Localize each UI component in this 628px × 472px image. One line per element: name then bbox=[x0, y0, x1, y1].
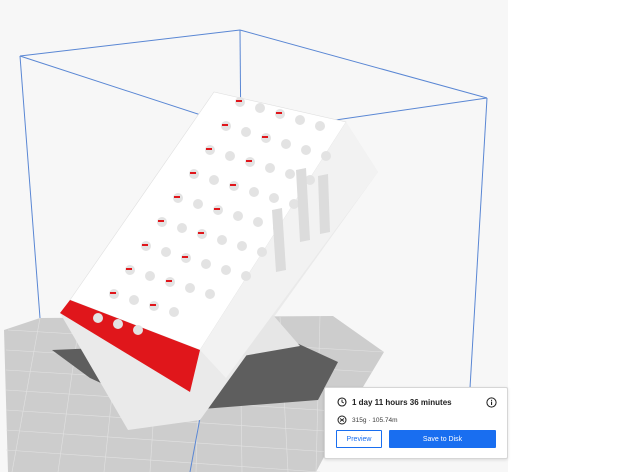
preview-button[interactable]: Preview bbox=[336, 430, 382, 448]
scene-render bbox=[4, 29, 488, 472]
spool-icon bbox=[337, 415, 347, 425]
overhang-marks bbox=[110, 100, 282, 306]
material-row: 315g · 105.74m bbox=[337, 415, 398, 425]
sidebar-area bbox=[508, 0, 628, 472]
3d-viewport[interactable] bbox=[0, 0, 508, 472]
model-mesh bbox=[60, 91, 378, 430]
info-icon[interactable] bbox=[486, 397, 497, 408]
print-estimate-panel: 1 day 11 hours 36 minutes 315g · 105.74m… bbox=[324, 387, 508, 459]
support-ribs bbox=[272, 168, 330, 272]
overhang-area bbox=[60, 300, 200, 392]
print-time-label: 1 day 11 hours 36 minutes bbox=[352, 397, 452, 407]
clock-icon bbox=[337, 397, 347, 407]
save-to-disk-button[interactable]: Save to Disk bbox=[389, 430, 496, 448]
material-label: 315g · 105.74m bbox=[352, 416, 398, 424]
print-time-row: 1 day 11 hours 36 minutes bbox=[337, 397, 452, 407]
